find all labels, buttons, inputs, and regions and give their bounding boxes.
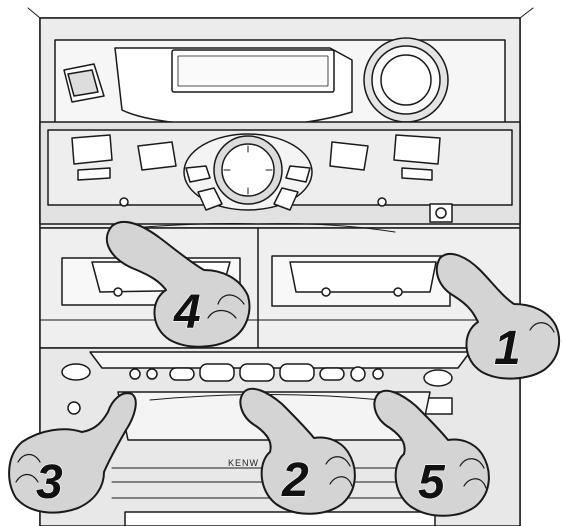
left-oval-button[interactable] xyxy=(62,364,90,380)
step-label-2: 2 xyxy=(281,454,309,507)
tape-door-b[interactable] xyxy=(272,256,450,306)
left-small-button[interactable] xyxy=(68,402,80,414)
step-label-1: 1 xyxy=(494,322,521,375)
step-label-5: 5 xyxy=(418,456,446,509)
step-label-4: 4 xyxy=(173,286,201,339)
left-indicator xyxy=(120,198,128,206)
right-indicator xyxy=(378,198,386,206)
volume-knob[interactable] xyxy=(364,38,448,122)
headphone-jack xyxy=(430,204,452,222)
jog-dial[interactable] xyxy=(184,134,312,210)
step-label-3: 3 xyxy=(36,456,63,509)
right-oval-button[interactable] xyxy=(424,370,452,386)
brand-label: KENW xyxy=(228,458,259,468)
control-panel xyxy=(40,122,520,224)
